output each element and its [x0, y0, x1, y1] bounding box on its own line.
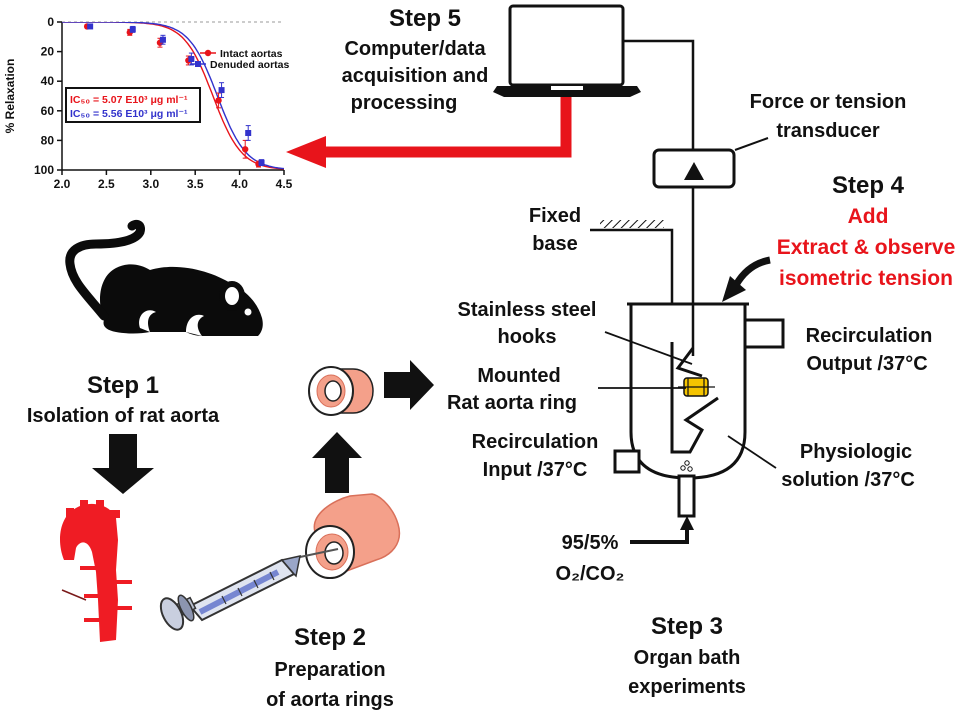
step3-title: Step 3 — [651, 613, 723, 640]
point-denuded — [87, 23, 94, 30]
y-tick-label: 0 — [47, 15, 54, 29]
add-extract-arrowhead — [722, 276, 746, 302]
rat-icon — [65, 219, 263, 336]
y-tick-label: 80 — [41, 133, 55, 147]
legend-denuded-marker — [195, 61, 201, 67]
legend-intact-label: Intact aortas — [220, 48, 283, 60]
ic50-box-frame — [65, 87, 201, 123]
transducer-label-line2: transducer — [776, 120, 880, 142]
chart-legend: Intact aortas Denuded aortas — [190, 48, 290, 71]
step2-title: Step 2 — [294, 624, 366, 651]
right-arrow-to-bath — [384, 360, 434, 410]
legend-intact-marker — [204, 49, 212, 57]
x-tick-label: 4.0 — [231, 177, 248, 191]
gas-supply-arrowhead — [680, 516, 694, 530]
gas-supply-line — [630, 527, 689, 544]
point-intact — [242, 146, 249, 153]
physio-label-line1: Physiologic — [800, 441, 912, 463]
point-denuded — [188, 56, 195, 62]
bubble-icon — [684, 460, 690, 466]
ic50-intact-text: IC₅₀ = 5.07 E10³ μg ml⁻¹ — [70, 94, 188, 106]
x-tick-label: 3.0 — [142, 177, 159, 191]
x-ticks: 2.0 2.5 3.0 3.5 4.0 4.5 — [54, 170, 293, 191]
y-tick-label: 40 — [41, 74, 55, 88]
laptop-icon — [493, 4, 641, 97]
hooks-label-line1: Stainless steel — [458, 299, 597, 321]
data-points — [83, 23, 265, 168]
y-tick-label: 20 — [41, 45, 55, 59]
step5-line1: Computer/data — [344, 38, 486, 60]
transducer-pointer — [734, 137, 769, 151]
point-denuded — [245, 130, 252, 136]
physio-pointer — [727, 435, 777, 469]
step1-sub: Isolation of rat aorta — [27, 405, 220, 427]
transducer-triangle-icon — [684, 162, 704, 180]
step1-title: Step 1 — [87, 372, 159, 399]
x-tick-label: 3.5 — [187, 177, 204, 191]
transducer-label-line1: Force or tension — [750, 91, 907, 113]
ic50-box: IC₅₀ = 5.07 E10³ μg ml⁻¹ IC₅₀ = 5.56 E10… — [65, 87, 201, 123]
hooks-label-line2: hooks — [498, 326, 557, 348]
step4-line3: isometric tension — [779, 267, 953, 290]
add-extract-arrow — [732, 256, 771, 287]
data-flow-arrow — [286, 97, 572, 168]
step4-title: Step 4 — [832, 172, 905, 199]
step4-add: Add — [848, 205, 889, 228]
upper-hook — [675, 347, 703, 378]
x-tick-label: 4.5 — [276, 177, 293, 191]
recirculation-output-port — [743, 318, 785, 349]
relaxation-chart: 0 20 40 60 80 100 2.0 2.5 3.0 3.5 4.0 4.5 % Relaxa… — [3, 15, 293, 191]
mounted-aorta-ring — [678, 377, 715, 397]
x-tick-label: 2.5 — [98, 177, 115, 191]
physio-label-line2: solution /37°C — [781, 469, 915, 491]
point-denuded — [129, 26, 136, 33]
step5-line2: acquisition and — [342, 65, 489, 87]
step3-line2: experiments — [628, 676, 746, 698]
point-denuded — [258, 159, 265, 166]
y-axis-label: % Relaxation — [3, 59, 17, 134]
x-tick-label: 2.0 — [54, 177, 71, 191]
step5-line3: processing — [351, 92, 458, 114]
aorta-illustration — [60, 500, 132, 642]
recirculation-input-port — [613, 449, 641, 474]
lower-hook — [670, 342, 719, 454]
recirc-out-line2: Output /37°C — [806, 353, 927, 375]
point-denuded — [218, 87, 225, 94]
bubble-icon-2 — [680, 465, 686, 471]
gas-label-line2: O₂/CO₂ — [556, 563, 625, 585]
point-intact — [215, 97, 222, 104]
aorta-tube-icon — [305, 493, 401, 579]
legend-denuded-label: Denuded aortas — [210, 59, 290, 71]
ic50-denuded-text: IC₅₀ = 5.56 E10³ μg ml⁻¹ — [70, 108, 188, 120]
syringe-icon — [159, 548, 339, 631]
point-denuded — [159, 36, 166, 43]
fit-curve-denuded — [62, 22, 284, 170]
mounted-label-line2: Rat aorta ring — [447, 392, 577, 414]
recirc-in-line1: Recirculation — [472, 431, 599, 453]
step5-title: Step 5 — [389, 5, 461, 32]
laptop-cable — [623, 39, 695, 150]
step2-line2: of aorta rings — [266, 689, 394, 711]
step3-line1: Organ bath — [634, 647, 741, 669]
fixed-base-line2: base — [532, 233, 578, 255]
y-ticks: 0 20 40 60 80 100 — [34, 15, 62, 177]
fit-curves — [62, 22, 284, 170]
gas-label-line1: 95/5% — [562, 532, 619, 554]
up-arrow-step2 — [312, 432, 362, 493]
hooks-pointer — [604, 331, 693, 365]
y-tick-label: 100 — [34, 163, 54, 177]
y-tick-label: 60 — [41, 104, 55, 118]
bubble-icon-3 — [687, 466, 693, 472]
recirc-out-line1: Recirculation — [806, 325, 933, 347]
aorta-ring-icon — [308, 366, 374, 416]
mounted-label-line1: Mounted — [477, 365, 560, 387]
down-arrow-step1 — [92, 434, 154, 494]
step2-line1: Preparation — [274, 659, 385, 681]
step4-line2: Extract & observe — [777, 236, 956, 259]
fixed-base-line1: Fixed — [529, 205, 581, 227]
gas-inlet-tube — [677, 474, 696, 518]
recirc-in-line2: Input /37°C — [483, 459, 588, 481]
